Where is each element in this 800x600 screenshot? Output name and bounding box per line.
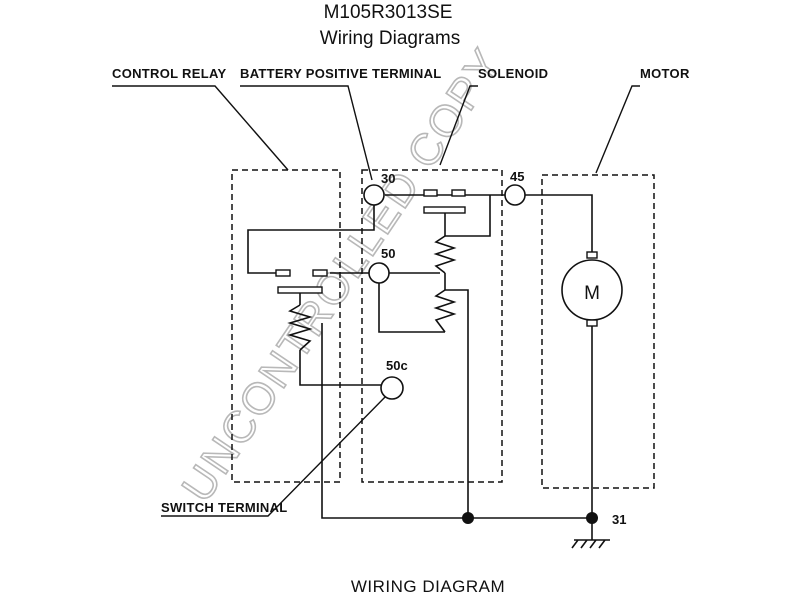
terminal-50 — [368, 262, 390, 284]
wire-relay-ground — [321, 323, 592, 519]
motor-brush-bottom — [586, 319, 598, 327]
terminal-50c-label: 50c — [386, 358, 408, 373]
leader-solenoid — [439, 85, 478, 166]
wire-coil-to-45 — [445, 195, 491, 237]
diagram-model-title: M105R3013SE — [324, 2, 453, 23]
terminal-45 — [504, 184, 526, 206]
leader-battery-positive — [240, 85, 373, 181]
terminal-30-label: 30 — [381, 171, 395, 186]
wire-45-to-motor — [525, 194, 593, 258]
terminal-31-label: 31 — [612, 512, 626, 527]
solenoid-contact-bar — [423, 206, 466, 214]
wire-relay-coil-bottom — [299, 350, 392, 386]
leader-motor — [595, 85, 640, 174]
terminal-50c — [380, 376, 404, 400]
solenoid-housing — [361, 169, 503, 483]
leader-control-relay — [112, 85, 289, 171]
solenoid-contact-right — [451, 189, 466, 197]
motor-brush-top — [586, 251, 598, 259]
ground-symbol — [571, 539, 610, 549]
label-motor: MOTOR — [640, 66, 690, 81]
relay-contact-bar — [277, 286, 323, 294]
solenoid-contact-left — [423, 189, 438, 197]
wire-coil-right — [445, 289, 469, 518]
terminal-50-label: 50 — [381, 246, 395, 261]
wire-30-to-relay — [247, 205, 375, 274]
motor-letter: M — [584, 283, 600, 304]
wire-50-loop — [378, 282, 445, 333]
label-switch-terminal: SWITCH TERMINAL — [161, 500, 288, 515]
motor-housing — [541, 174, 655, 489]
relay-contact-left — [275, 269, 291, 277]
terminal-45-label: 45 — [510, 169, 524, 184]
footer-caption: WIRING DIAGRAM — [351, 577, 505, 596]
terminal-30 — [363, 184, 385, 206]
relay-contact-right — [312, 269, 328, 277]
solenoid-pull-in-coil — [433, 235, 457, 274]
control-relay-housing — [231, 169, 341, 483]
label-battery-positive-terminal: BATTERY POSITIVE TERMINAL — [240, 66, 442, 81]
label-solenoid: SOLENOID — [478, 66, 548, 81]
leader-switch-terminal — [161, 391, 391, 517]
diagram-subtitle: Wiring Diagrams — [320, 28, 460, 49]
relay-coil — [287, 304, 313, 351]
solenoid-hold-in-coil — [433, 289, 457, 333]
junction-motor-ground — [586, 512, 598, 524]
label-control-relay: CONTROL RELAY — [112, 66, 226, 81]
junction-solenoid-ground — [462, 512, 474, 524]
